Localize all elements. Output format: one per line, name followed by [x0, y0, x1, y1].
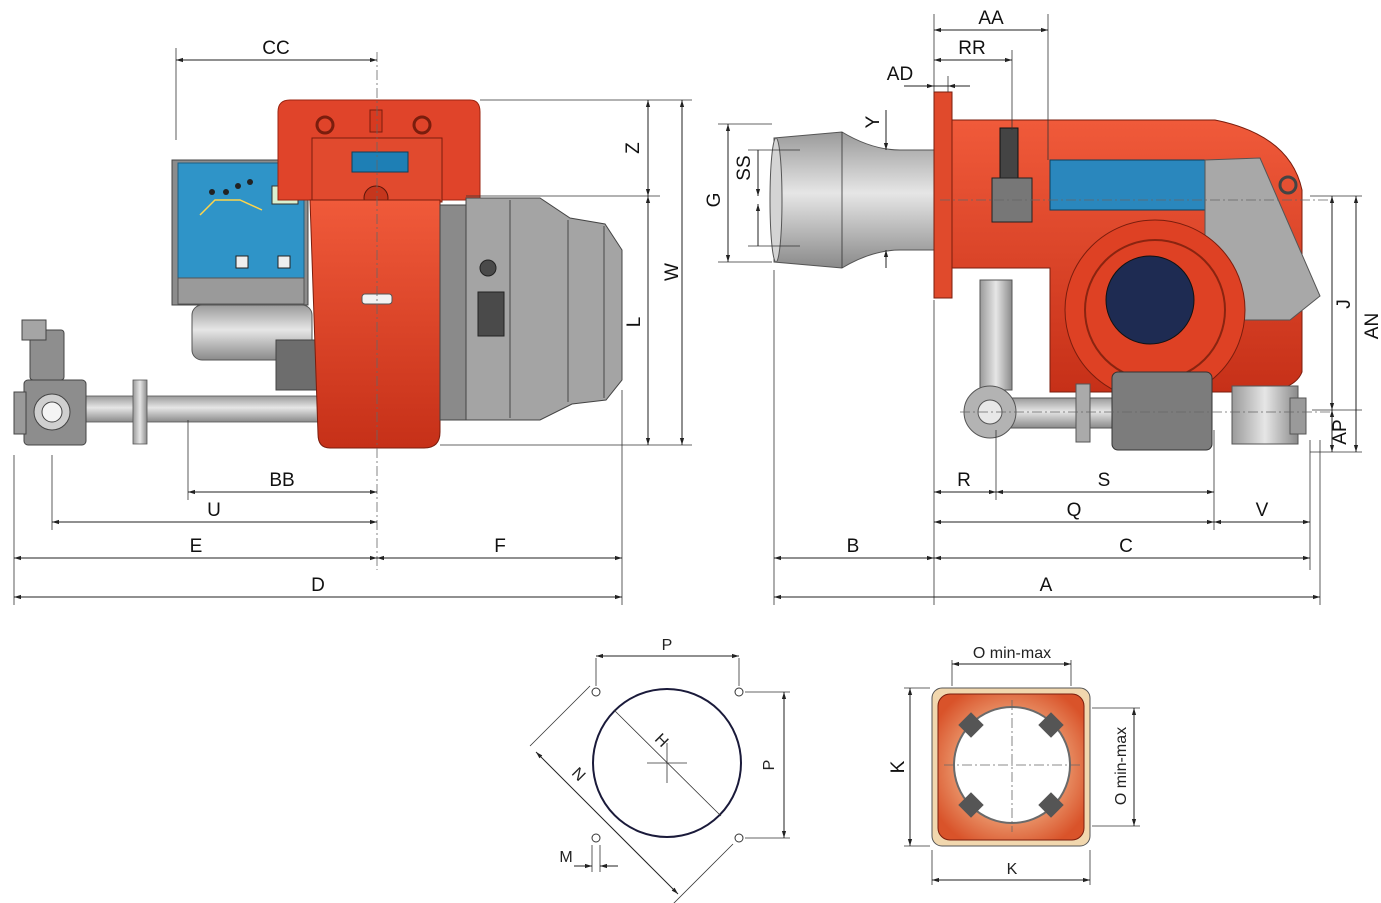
motor: [191, 304, 321, 391]
fan-cover: [439, 197, 623, 421]
dim-w-label: W: [662, 263, 683, 281]
dim-p-top-label: P: [662, 637, 673, 654]
dim-k-side-label: K: [888, 760, 909, 773]
dim-c-label: C: [1119, 536, 1133, 557]
dim-an-label: AN: [1362, 313, 1381, 339]
dim-q-label: Q: [1067, 500, 1082, 521]
dim-r-label: R: [957, 470, 971, 491]
burner-body: [951, 119, 1321, 401]
dim-l-label: L: [624, 317, 645, 328]
dim-y-label: Y: [863, 115, 884, 128]
dim-u-label: U: [207, 500, 221, 521]
dim-k-bottom-label: K: [1007, 861, 1018, 878]
dim-aa-label: AA: [978, 8, 1004, 29]
dim-n-label: N: [568, 765, 588, 785]
dim-b-label: B: [847, 536, 860, 557]
side-view: [769, 91, 1335, 451]
dim-bb-label: BB: [269, 470, 294, 491]
dim-o-top-label: O min-max: [973, 645, 1051, 662]
dim-ss-label: SS: [734, 155, 755, 180]
flange-hole-pattern: [529, 658, 790, 903]
dim-m-label: M: [559, 849, 572, 866]
detail-dimensions: [535, 653, 1137, 895]
front-view: [13, 52, 623, 570]
dim-rr-label: RR: [958, 38, 985, 59]
dim-j-label: J: [1334, 299, 1355, 309]
dim-g-label: G: [704, 193, 725, 208]
dim-v-label: V: [1256, 500, 1269, 521]
blast-tube: [769, 131, 937, 269]
dim-h-label: H: [651, 731, 671, 751]
front-dimensions: [13, 48, 692, 605]
dim-d-label: D: [311, 575, 325, 596]
side-gas-pipe: [963, 279, 1307, 451]
dim-s-label: S: [1098, 470, 1111, 491]
mounting-flange: [933, 91, 953, 299]
dimension-labels: CC Z W L BB U E F D AA RR AD Y SS G J AN…: [190, 8, 1381, 878]
dim-f-label: F: [494, 536, 506, 557]
adapter-flange: [904, 660, 1140, 885]
dim-ap-label: AP: [1330, 419, 1351, 444]
dim-cc-label: CC: [262, 38, 289, 59]
dim-e-label: E: [190, 536, 203, 557]
dim-o-side-label: O min-max: [1113, 727, 1130, 805]
dim-a-label: A: [1040, 575, 1053, 596]
dim-z-label: Z: [623, 142, 644, 154]
gas-train: [13, 319, 326, 446]
dim-ad-label: AD: [887, 64, 913, 85]
dim-p-side-label: P: [761, 760, 778, 771]
side-dimensions: [718, 14, 1362, 605]
